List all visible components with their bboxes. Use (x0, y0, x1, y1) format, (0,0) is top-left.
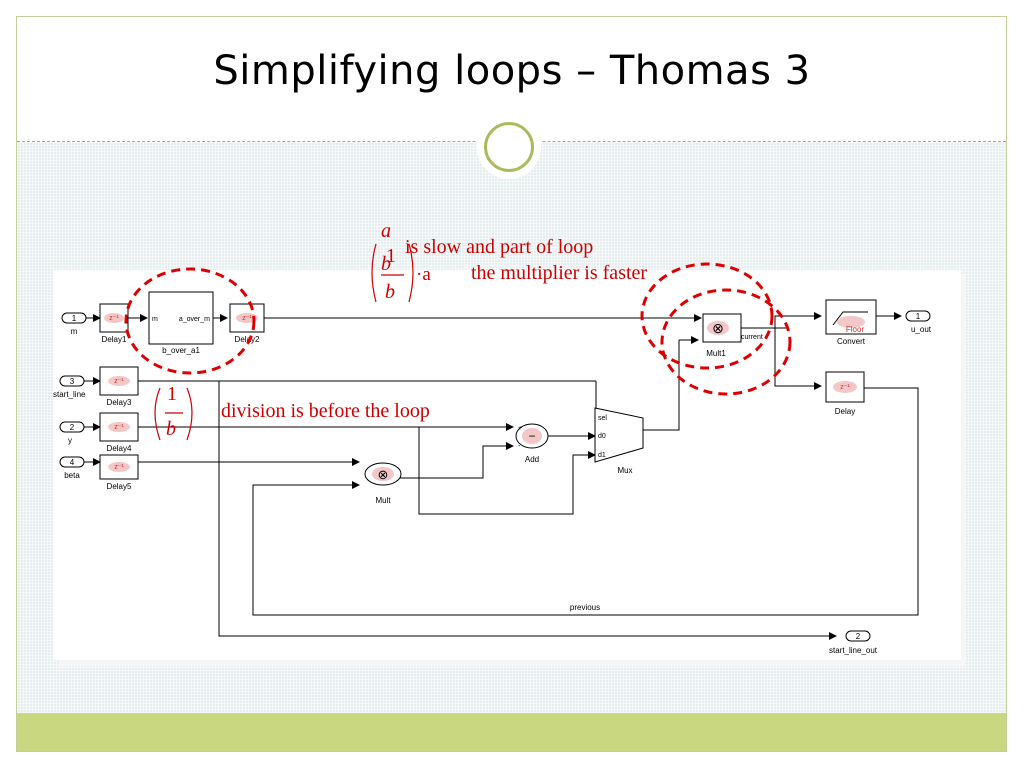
annotation-slow-loop: is slow and part of loop (405, 236, 594, 258)
add-block: − + - Add (515, 423, 549, 464)
annotation-frac-b-small: b (381, 253, 391, 275)
highlight-circle-mult1-outer (640, 262, 774, 370)
simulink-diagram: 1 m 3 start_line 2 y 4 beta z⁻¹ Delay1 z… (53, 270, 961, 660)
inport-start-line: 3 start_line (53, 375, 86, 399)
annotation-frac-b: b (385, 281, 395, 303)
svg-text:Delay: Delay (835, 407, 855, 416)
inport-beta: 4 beta (59, 456, 85, 480)
svg-text:m: m (152, 316, 158, 323)
svg-text:-: - (518, 443, 521, 450)
svg-text:sel: sel (598, 415, 607, 422)
subsystem-b-over-a1: m a_over_m b_over_a1 (148, 291, 214, 355)
previous-label: previous (570, 603, 600, 612)
svg-text:+: + (518, 425, 522, 432)
svg-text:⊗: ⊗ (378, 467, 389, 482)
slide-frame (16, 16, 1007, 752)
svg-text:3: 3 (70, 377, 75, 386)
svg-text:d1: d1 (598, 452, 606, 459)
svg-text:Mult: Mult (375, 496, 391, 505)
paren-right-side (186, 387, 193, 441)
svg-text:⊗: ⊗ (712, 320, 724, 336)
convert-block: Floor Convert (825, 299, 877, 346)
highlight-circle-mult1-inner (660, 288, 792, 396)
svg-text:4: 4 (70, 458, 75, 467)
svg-text:z⁻¹: z⁻¹ (114, 464, 124, 471)
svg-text:u_out: u_out (911, 325, 932, 334)
svg-text:z⁻¹: z⁻¹ (114, 424, 124, 431)
svg-text:z⁻¹: z⁻¹ (242, 315, 252, 322)
mult1-block: ⊗ current Mult1 (702, 313, 763, 358)
svg-text:Floor: Floor (846, 325, 865, 334)
svg-text:y: y (68, 436, 72, 445)
delay1-block: z⁻¹ Delay1 (99, 303, 129, 344)
svg-text:1: 1 (916, 312, 921, 321)
svg-text:Add: Add (525, 455, 539, 464)
delay5-block: z⁻¹ Delay5 (99, 454, 139, 491)
delay4-block: z⁻¹ Delay4 (99, 412, 139, 453)
diagram-svg: 1 m 3 start_line 2 y 4 beta z⁻¹ Delay1 z… (53, 291, 932, 655)
svg-text:a_over_m: a_over_m (179, 316, 210, 323)
annotation-dot-a: ·a (416, 264, 431, 285)
svg-text:Delay5: Delay5 (107, 482, 132, 491)
svg-text:1: 1 (72, 314, 77, 323)
inport-m: 1 m (61, 312, 87, 336)
svg-text:Delay4: Delay4 (107, 444, 132, 453)
paren-left-top (371, 243, 377, 303)
svg-text:2: 2 (856, 632, 861, 641)
svg-text:current: current (741, 334, 763, 341)
delay3-block: z⁻¹ Delay3 (99, 366, 139, 407)
annotation-multiplier-faster: the multiplier is faster (471, 262, 648, 284)
ring-icon (484, 122, 534, 172)
svg-text:Delay2: Delay2 (235, 335, 260, 344)
annotation-division-before-loop: division is before the loop (221, 400, 430, 422)
mult-block: ⊗ Mult (364, 462, 402, 505)
svg-text:z⁻¹: z⁻¹ (109, 315, 119, 322)
paren-right-top (408, 243, 414, 303)
svg-text:Delay3: Delay3 (107, 398, 132, 407)
svg-text:beta: beta (64, 471, 80, 480)
annotation-side-frac-num: 1 (167, 383, 177, 405)
annotation-side-frac-den: b (166, 418, 176, 440)
svg-text:z⁻¹: z⁻¹ (840, 384, 850, 391)
svg-text:z⁻¹: z⁻¹ (114, 378, 124, 385)
svg-text:start_line_out: start_line_out (829, 646, 878, 655)
mux-block: sel d0 d1 Mux (594, 407, 644, 475)
svg-text:Convert: Convert (837, 337, 866, 346)
inport-y: 2 y (59, 421, 85, 445)
svg-text:d0: d0 (598, 433, 606, 440)
footer-bar (17, 713, 1006, 751)
paren-left-side (154, 387, 161, 441)
highlight-circle-subsystem (124, 267, 256, 375)
svg-text:2: 2 (70, 423, 75, 432)
svg-text:Mux: Mux (617, 466, 632, 475)
svg-text:−: − (528, 429, 535, 443)
svg-text:Delay1: Delay1 (102, 335, 127, 344)
slide-title: Simplifying loops – Thomas 3 (213, 48, 811, 94)
outport-start-line-out: 2 start_line_out (829, 630, 878, 655)
svg-text:Mult1: Mult1 (706, 349, 726, 358)
annotation-frac-a: a (381, 220, 391, 242)
delay2-block: z⁻¹ Delay2 (229, 303, 265, 344)
delay-block: z⁻¹ Delay (825, 371, 865, 416)
svg-text:start_line: start_line (53, 390, 86, 399)
annotation-frac-1: 1 (386, 245, 396, 267)
svg-text:b_over_a1: b_over_a1 (162, 346, 200, 355)
outport-u-out: 1 u_out (905, 310, 932, 334)
svg-text:m: m (71, 327, 78, 336)
